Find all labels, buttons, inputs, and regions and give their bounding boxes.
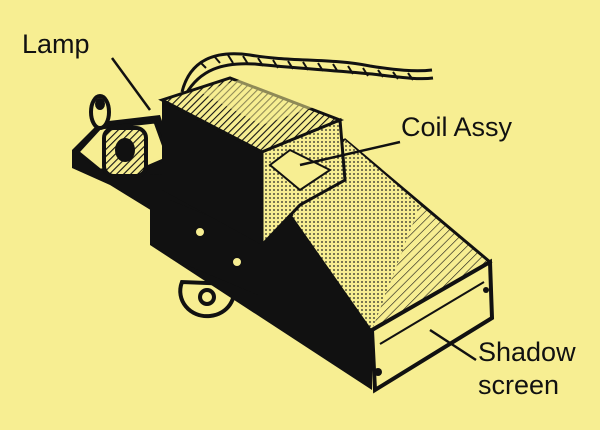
- coil-assembly: [158, 75, 347, 249]
- coil-assy-label: Coil Assy: [401, 112, 513, 142]
- shadow-screen-leader-line: [429, 328, 477, 362]
- twisted-wire-leads: [180, 52, 434, 95]
- side-plate: [170, 200, 258, 295]
- lamp-leader-line: [110, 57, 152, 111]
- leader-lines: [110, 57, 477, 362]
- shadow-screen-label-line2: screen: [478, 370, 560, 400]
- lamp: [89, 94, 148, 178]
- coil-assy-leader-line: [299, 140, 401, 167]
- lamp-label: Lamp: [22, 29, 90, 59]
- shadow-screen-label-line1: Shadow: [478, 337, 576, 367]
